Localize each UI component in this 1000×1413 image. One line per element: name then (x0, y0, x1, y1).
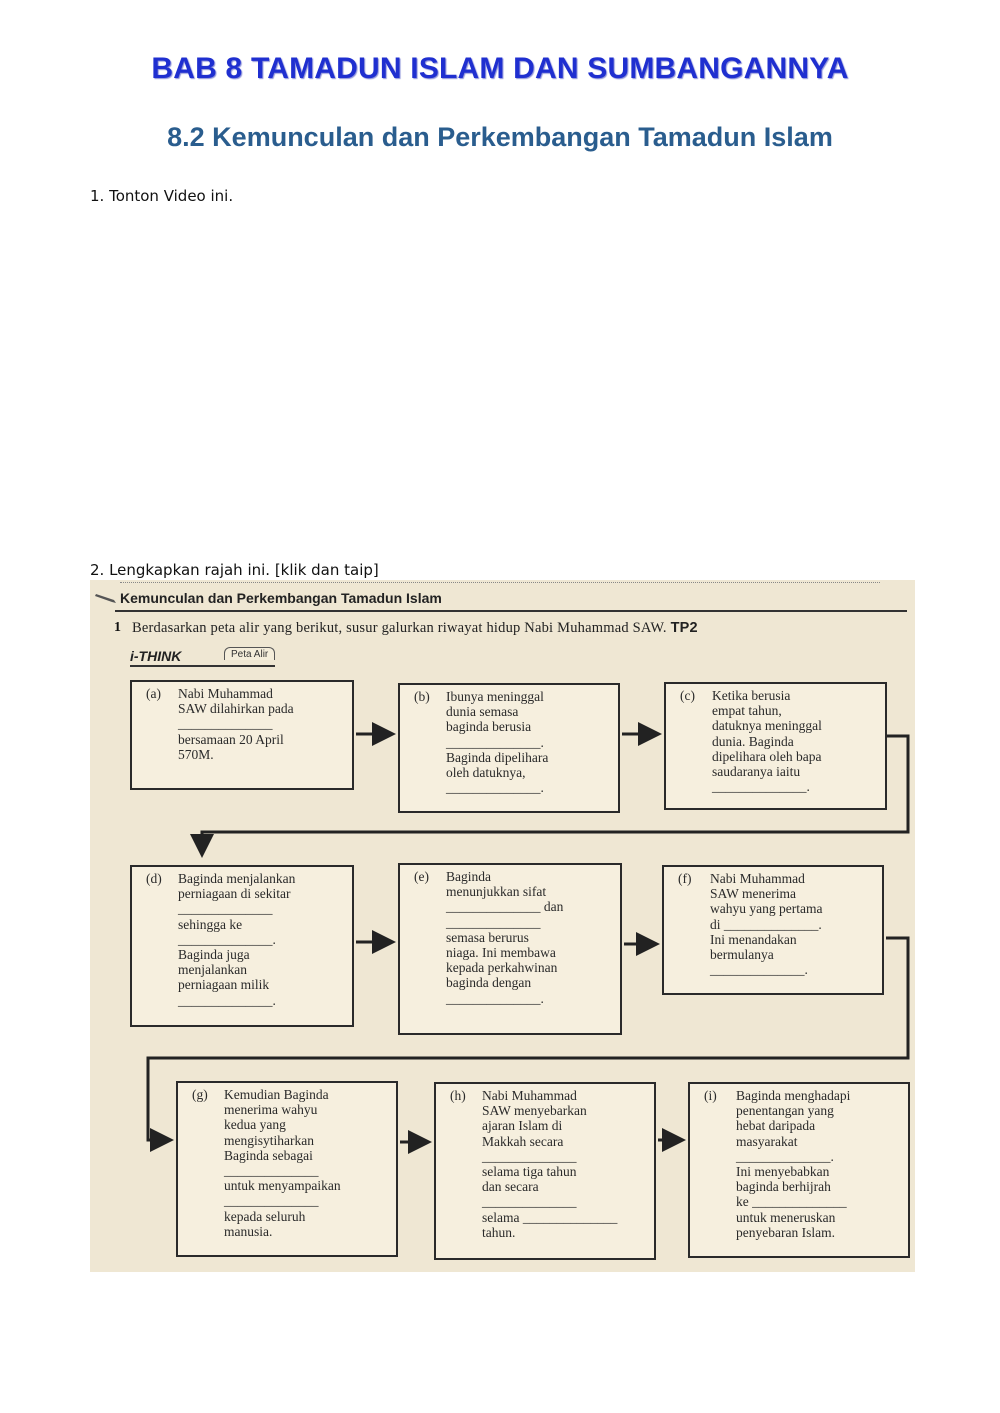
box-text[interactable]: Ketika berusia empat tahun, datuknya men… (712, 688, 822, 795)
box-label: (e) (414, 869, 429, 884)
worksheet-scan: Kemunculan dan Perkembangan Tamadun Isla… (90, 580, 915, 1272)
box-text[interactable]: Baginda menunjukkan sifat ______________… (446, 869, 564, 1006)
page-subtitle: 8.2 Kemunculan dan Perkembangan Tamadun … (167, 122, 833, 152)
flow-box-g[interactable]: (g) Kemudian Baginda menerima wahyu kedu… (176, 1081, 398, 1257)
flow-box-d[interactable]: (d) Baginda menjalankan perniagaan di se… (130, 865, 354, 1027)
question-number: 1 (114, 620, 121, 635)
flow-arrows (146, 722, 910, 1154)
video-embed-area[interactable] (90, 215, 910, 545)
flow-box-a[interactable]: (a) Nabi Muhammad SAW dilahirkan pada __… (130, 680, 354, 790)
box-label: (g) (192, 1087, 208, 1102)
top-divider (120, 582, 880, 583)
question-body: Berdasarkan peta alir yang berikut, susu… (132, 620, 667, 636)
pencil-icon (95, 594, 116, 603)
worksheet-header: Kemunculan dan Perkembangan Tamadun Isla… (120, 590, 442, 606)
header-underline (115, 610, 907, 612)
question-text: Berdasarkan peta alir yang berikut, susu… (132, 620, 698, 637)
box-text[interactable]: Baginda menjalankan perniagaan di sekita… (178, 871, 296, 1008)
arrow-c-d (190, 734, 910, 858)
box-text[interactable]: Nabi Muhammad SAW menyebarkan ajaran Isl… (482, 1088, 618, 1240)
tp-label: TP2 (670, 620, 698, 636)
flow-box-e[interactable]: (e) Baginda menunjukkan sifat __________… (398, 863, 622, 1035)
peta-alir-tab: Peta Alir (224, 647, 276, 660)
instruction-1: 1. Tonton Video ini. (90, 187, 234, 205)
ithink-label: i-THINK (130, 648, 182, 664)
arrow-f-g (146, 936, 910, 1152)
page-title: BAB 8 TAMADUN ISLAM DAN SUMBANGANNYA (151, 52, 849, 85)
box-text[interactable]: Nabi Muhammad SAW menerima wahyu yang pe… (710, 871, 823, 978)
flow-box-c[interactable]: (c) Ketika berusia empat tahun, datuknya… (664, 682, 887, 810)
box-label: (i) (704, 1088, 717, 1103)
box-text[interactable]: Baginda menghadapi penentangan yang heba… (736, 1088, 851, 1240)
box-label: (c) (680, 688, 695, 703)
box-label: (f) (678, 871, 692, 886)
instruction-2: 2. Lengkapkan rajah ini. [klik dan taip] (90, 561, 379, 579)
box-text[interactable]: Nabi Muhammad SAW dilahirkan pada ______… (178, 686, 294, 762)
box-label: (d) (146, 871, 162, 886)
box-text[interactable]: Ibunya meninggal dunia semasa baginda be… (446, 689, 549, 796)
flow-box-b[interactable]: (b) Ibunya meninggal dunia semasa bagind… (398, 683, 620, 813)
flow-box-h[interactable]: (h) Nabi Muhammad SAW menyebarkan ajaran… (434, 1082, 656, 1260)
flow-box-f[interactable]: (f) Nabi Muhammad SAW menerima wahyu yan… (662, 865, 884, 995)
flow-box-i[interactable]: (i) Baginda menghadapi penentangan yang … (688, 1082, 910, 1258)
box-label: (a) (146, 686, 161, 701)
box-label: (b) (414, 689, 430, 704)
ithink-underline (130, 665, 275, 667)
box-label: (h) (450, 1088, 466, 1103)
box-text[interactable]: Kemudian Baginda menerima wahyu kedua ya… (224, 1087, 341, 1239)
